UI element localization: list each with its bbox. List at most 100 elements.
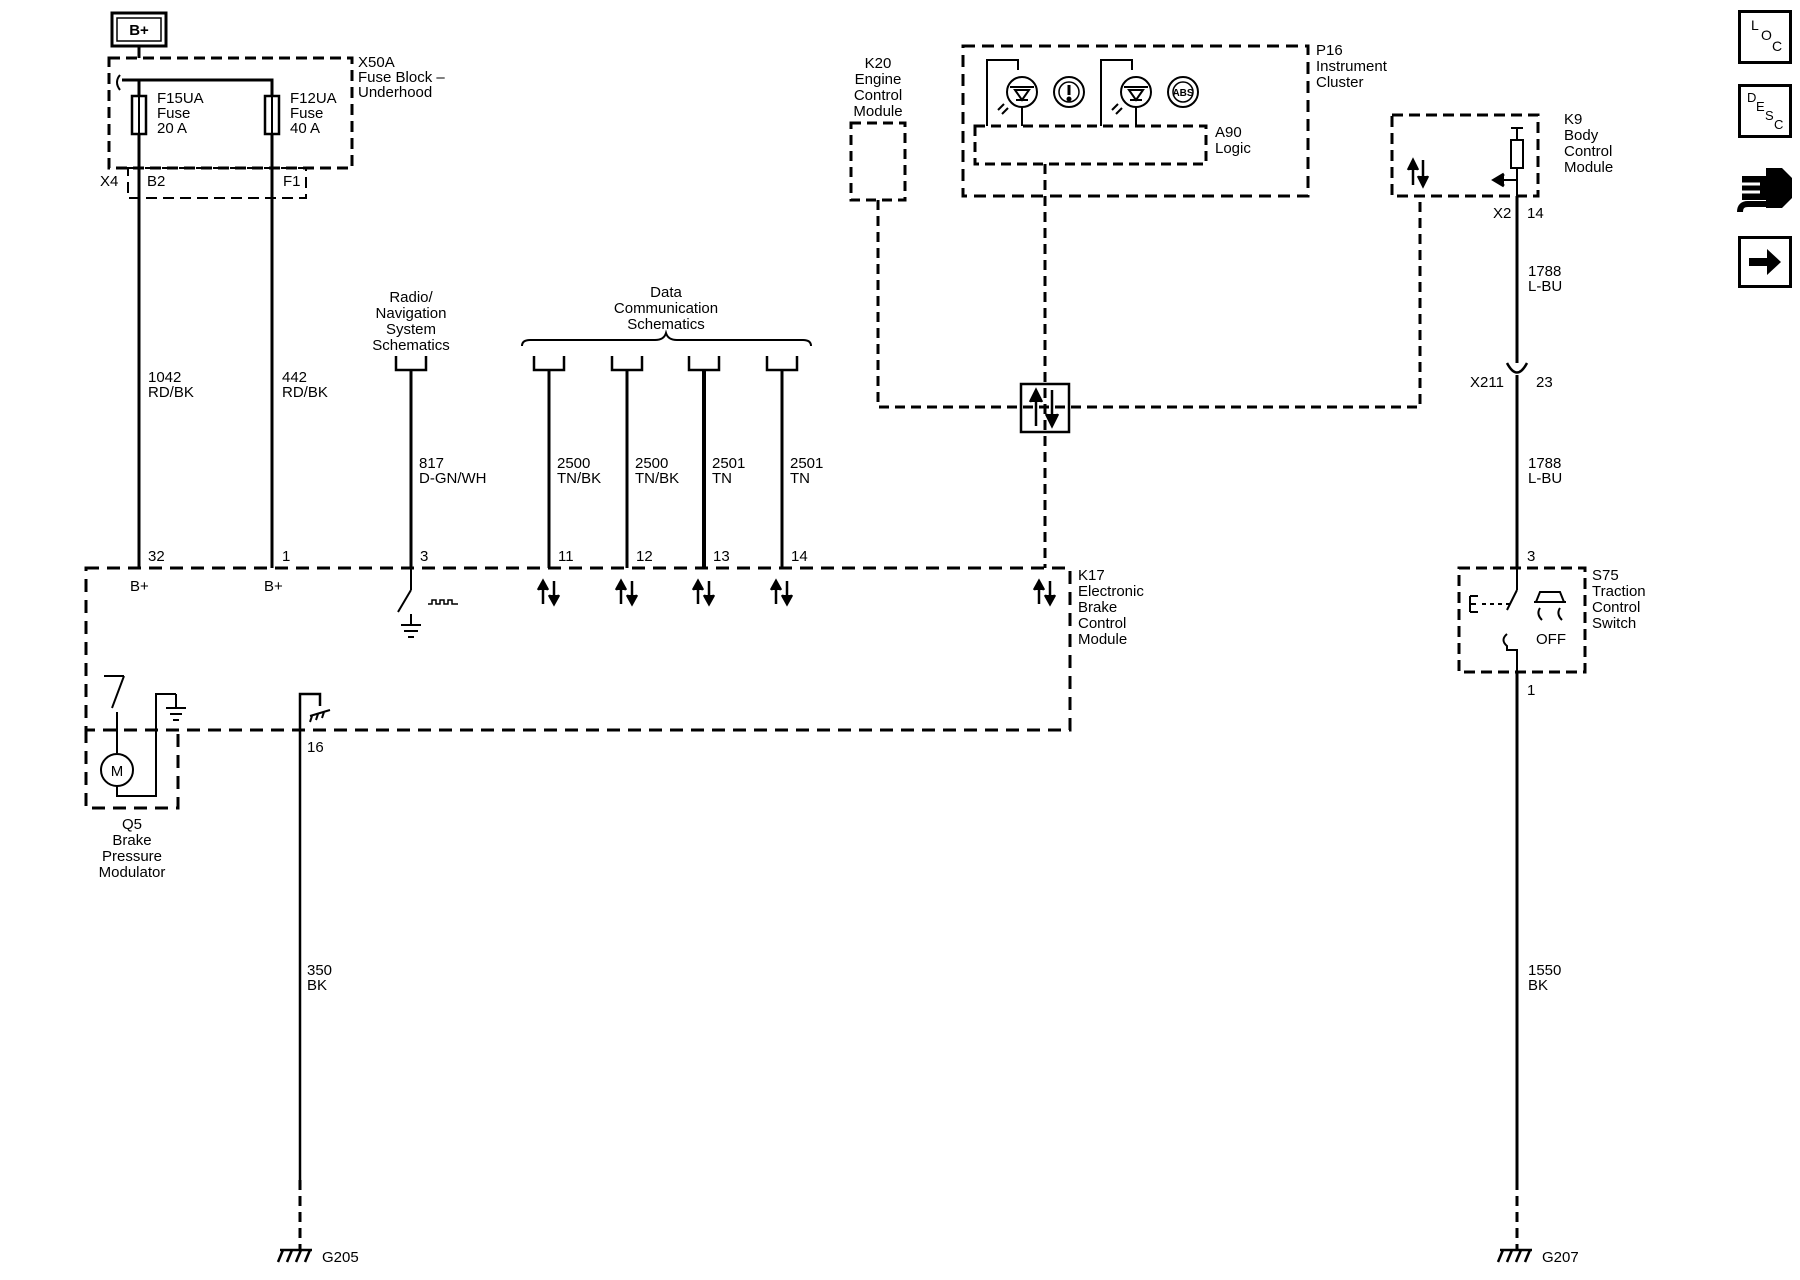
radio-ref-1: Radio/ (389, 289, 433, 306)
k17-line2: Brake (1078, 599, 1117, 616)
p16-module-outline (961, 44, 1310, 198)
connector-end-view-button[interactable] (1736, 162, 1796, 220)
s75-off-text: OFF (1536, 631, 1566, 648)
p16-line1: Instrument (1316, 58, 1388, 75)
abs-lamp-icon (1111, 76, 1199, 126)
wire-1788a-circuit: 1788 (1528, 263, 1561, 280)
ground-g205-label: G205 (322, 1249, 359, 1266)
data-comm-ref-2: Communication (614, 300, 718, 317)
k17-pin-1: 1 (282, 548, 290, 565)
desc-letter-d: D (1747, 90, 1756, 105)
next-button[interactable] (1738, 236, 1792, 288)
fuse-block-name: X50A (358, 54, 395, 71)
k20-line3: Module (853, 103, 902, 120)
radio-ref-2: Navigation (376, 305, 447, 322)
wire-817-color: D-GN/WH (419, 470, 487, 487)
s75-switch-outline (1457, 566, 1587, 674)
connector-icon (1737, 168, 1792, 213)
s75-pin-bottom: 1 (1527, 682, 1535, 699)
q5-line3: Modulator (99, 864, 166, 881)
loc-letter-l: L (1751, 17, 1759, 33)
k9-line3: Module (1564, 159, 1613, 176)
wire-442-color: RD/BK (282, 384, 328, 401)
arrow-right-icon (1749, 249, 1781, 275)
fuse-block-desc2: Underhood (358, 84, 432, 101)
motor-label: M (111, 763, 124, 780)
k9-name: K9 (1564, 111, 1582, 128)
k20-line1: Engine (855, 71, 902, 88)
k17-line4: Module (1078, 631, 1127, 648)
wiring-schematic: B+ (84, 11, 1646, 1266)
desc-icon: D E S C (1747, 90, 1783, 132)
desc-letter-c: C (1774, 117, 1783, 132)
s75-line2: Control (1592, 599, 1640, 616)
x211-inline-connector (1505, 362, 1529, 374)
wire-1042-circuit: 1042 (148, 369, 181, 386)
ground-g207-symbol (1496, 1248, 1532, 1263)
k17-pin-14: 14 (791, 548, 808, 565)
fuse1-pin: B2 (147, 173, 165, 190)
fuse-block-desc1: Fuse Block – (358, 69, 445, 86)
wire-1042-color: RD/BK (148, 384, 194, 401)
ground-g207-label: G207 (1542, 1249, 1579, 1266)
fuse2-name: F12UA (290, 90, 337, 107)
wire-2500a-circuit: 2500 (557, 455, 590, 472)
wire-1788b-circuit: 1788 (1528, 455, 1561, 472)
desc-letter-e: E (1756, 99, 1765, 114)
data-comm-ref-1: Data (650, 284, 682, 301)
loc-letter-c: C (1772, 38, 1782, 54)
q5-line2: Pressure (102, 848, 162, 865)
loc-button[interactable]: L O C (1738, 10, 1792, 64)
loc-icon: L O C (1751, 17, 1782, 54)
k9-pullup-resistor (1510, 139, 1524, 169)
fuse1-type: Fuse (157, 105, 190, 122)
serial-data-arrows (536, 578, 1057, 607)
wire-350-circuit: 350 (307, 962, 332, 979)
radio-ref-3: System (386, 321, 436, 338)
k17-line3: Control (1078, 615, 1126, 632)
traction-control-icon (1534, 591, 1566, 621)
k17-module-outline (84, 566, 1072, 732)
a90-logic-label: Logic (1215, 140, 1251, 157)
data-comm-ref-3: Schematics (627, 316, 705, 333)
bplus-source: B+ (110, 11, 168, 48)
fuse-block-connector: X4 (100, 173, 118, 190)
wire-1550-circuit: 1550 (1528, 962, 1561, 979)
k17-pin-12: 12 (636, 548, 653, 565)
wire-2500a-color: TN/BK (557, 470, 601, 487)
desc-button[interactable]: D E S C (1738, 84, 1792, 138)
k17-line1: Electronic (1078, 583, 1144, 600)
wire-442-circuit: 442 (282, 369, 307, 386)
warning-lamp-icon (997, 76, 1085, 126)
k9-pin: 14 (1527, 205, 1544, 222)
p16-name: P16 (1316, 42, 1343, 59)
k17-pin-16: 16 (307, 739, 324, 756)
k9-line2: Control (1564, 143, 1612, 160)
fuse2-pin: F1 (283, 173, 301, 190)
q5-line1: Brake (112, 832, 151, 849)
p16-line2: Cluster (1316, 74, 1364, 91)
wire-1788b-color: L-BU (1528, 470, 1562, 487)
wire-2500b-circuit: 2500 (635, 455, 668, 472)
a90-name: A90 (1215, 124, 1242, 141)
k17-pin-13: 13 (713, 548, 730, 565)
q5-name: Q5 (122, 816, 142, 833)
loc-letter-o: O (1761, 27, 1772, 43)
k17-pin-3: 3 (420, 548, 428, 565)
wire-2501b-color: TN (790, 470, 810, 487)
fuse2-rating: 40 A (290, 120, 320, 137)
wire-2501b-circuit: 2501 (790, 455, 823, 472)
wire-2501a-color: TN (712, 470, 732, 487)
abs-text: ABS (1172, 88, 1193, 99)
radio-ref-4: Schematics (372, 337, 450, 354)
serial-data-splice (1019, 382, 1071, 434)
wire-817-circuit: 817 (419, 455, 444, 472)
wire-350-color: BK (307, 977, 327, 994)
s75-line1: Traction (1592, 583, 1646, 600)
k17-bplus-1: B+ (130, 578, 149, 595)
x211-name: X211 (1470, 374, 1504, 391)
k20-name: K20 (865, 55, 892, 72)
k17-name: K17 (1078, 567, 1105, 584)
fuse1-rating: 20 A (157, 120, 187, 137)
s75-pin-top: 3 (1527, 548, 1535, 565)
